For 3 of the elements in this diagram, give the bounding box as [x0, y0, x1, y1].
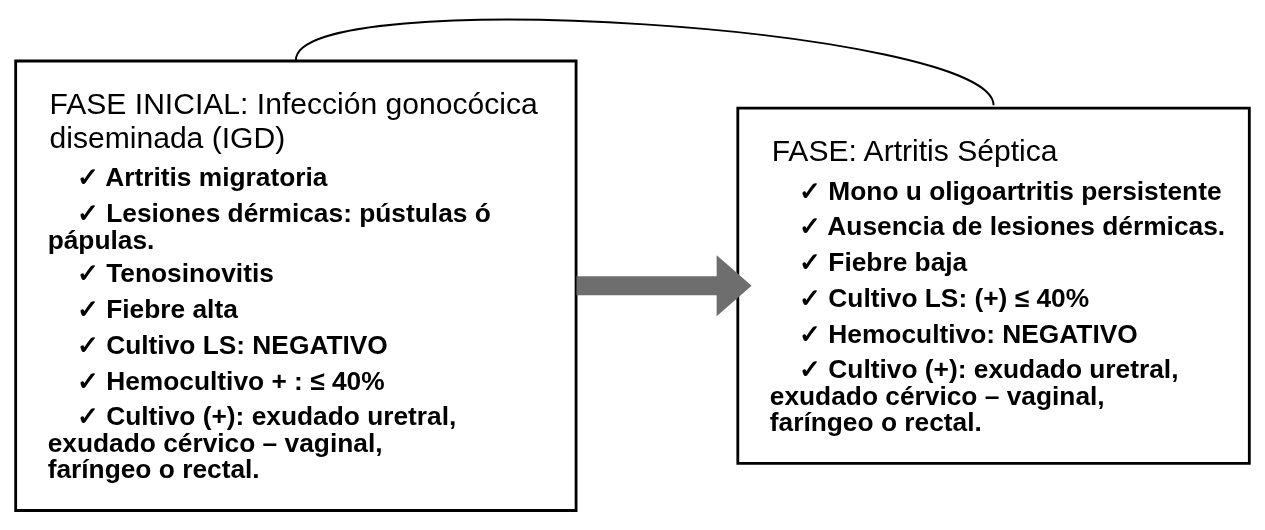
node-box: FASE: Artritis Séptica ✓ Mono u oligoartritis persistente ✓ Ausencia de lesiones dérmicas. ✓ Fiebre baja ✓ Cultivo LS: (+) ≤ 40% ✓ Hemocultivo: NEGATIVO ✓ Cultivo (+): exudado uretral, exudado cérvico – vaginal, faríngeo o rectal. [736, 106, 1251, 465]
arrow [576, 255, 752, 317]
node-box: FASE INICIAL: Infección gonocócica diseminada (IGD) ✓ Artritis migratoria ✓ Lesiones dérmicas: pústulas ó pápulas. ✓ Tenosinovitis ✓ Fiebre alta ✓ Cultivo LS: NEGATIVO ✓ Hemocultivo + : ≤ 40% ✓ Cultivo (+): exudado uretral, exudado cérvico – vaginal, faríngeo o rectal. [14, 59, 578, 512]
